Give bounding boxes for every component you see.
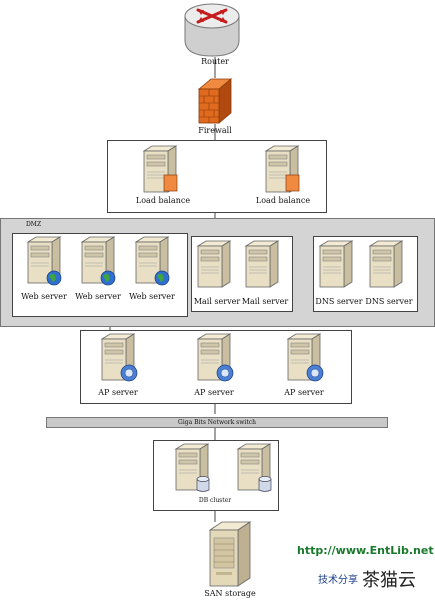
router-icon (184, 3, 240, 57)
db-server-icon (174, 443, 210, 492)
dns-server-icon (368, 240, 404, 288)
firewall-label: Firewall (198, 126, 232, 135)
dns-server-label: DNS server (365, 297, 413, 306)
ap-server-label: AP server (284, 388, 324, 397)
ap-server-label: AP server (98, 388, 138, 397)
web-server-label: Web server (129, 292, 175, 301)
san-storage-icon (208, 521, 252, 587)
dns-server-label: DNS server (315, 297, 363, 306)
network-switch-bar: Giga Bits Network switch (46, 417, 388, 428)
load-balance-label-left: Load balance (135, 196, 191, 205)
mail-server-icon (196, 240, 232, 288)
db-server-icon (236, 443, 272, 492)
web-server-icon (80, 236, 116, 286)
ap-server-icon (100, 333, 138, 382)
dmz-label: DMZ (26, 221, 42, 228)
firewall-icon (197, 78, 233, 124)
dns-server-icon (318, 240, 354, 288)
router-label: Router (201, 57, 229, 66)
watermark-url: http://www.EntLib.net (297, 544, 434, 557)
load-balance-server-icon (264, 145, 300, 193)
load-balance-label-right: Load balance (255, 196, 311, 205)
mail-server-label: Mail server (193, 297, 241, 306)
mail-server-label: Mail server (241, 297, 289, 306)
ap-server-icon (196, 333, 234, 382)
mail-server-icon (244, 240, 280, 288)
db-cluster-label: DB cluster (198, 497, 232, 504)
watermark-subtitle: 技术分享 (318, 575, 358, 586)
web-server-icon (134, 236, 170, 286)
ap-server-icon (286, 333, 324, 382)
web-server-label: Web server (21, 292, 67, 301)
web-server-icon (26, 236, 62, 286)
san-storage-label: SAN storage (204, 589, 256, 598)
watermark-brand: 茶猫云 (362, 570, 416, 591)
web-server-label: Web server (75, 292, 121, 301)
load-balance-server-icon (142, 145, 178, 193)
ap-server-label: AP server (194, 388, 234, 397)
